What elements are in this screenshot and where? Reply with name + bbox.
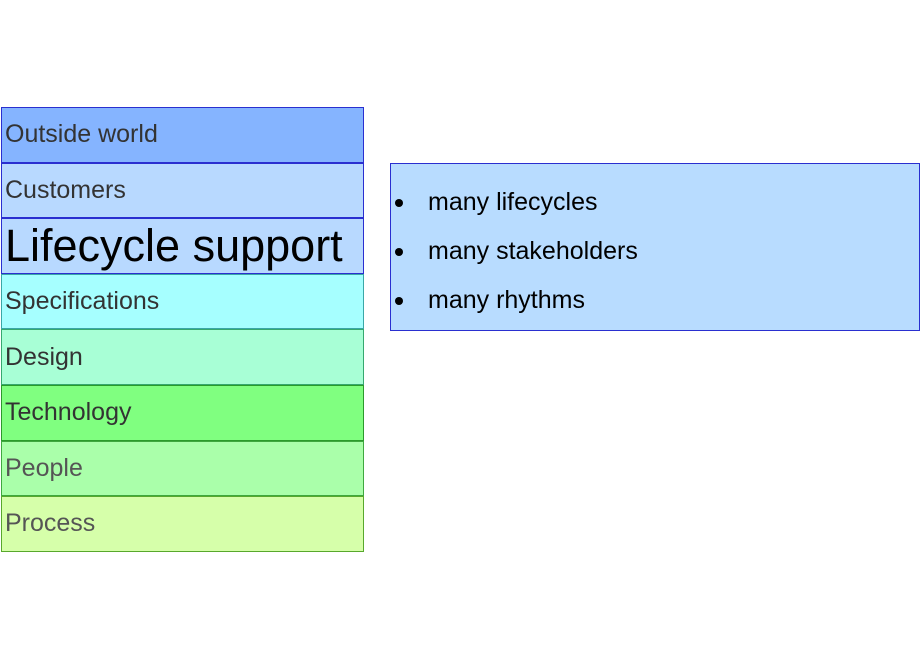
layer-label: People bbox=[5, 453, 83, 482]
layer-lifecycle-support: Lifecycle support bbox=[1, 218, 364, 274]
bullet-item: many lifecycles bbox=[391, 178, 919, 227]
layer-design: Design bbox=[1, 329, 364, 385]
bullet-item: many rhythms bbox=[391, 276, 919, 325]
layer-label: Outside world bbox=[5, 120, 158, 149]
layer-specifications: Specifications bbox=[1, 273, 364, 330]
layer-stack: Outside world Customers Lifecycle suppor… bbox=[1, 107, 364, 552]
bullet-item: many stakeholders bbox=[391, 227, 919, 276]
bullet-text: many lifecycles bbox=[428, 188, 598, 216]
bullet-dot-icon bbox=[395, 296, 403, 305]
layer-label: Lifecycle support bbox=[5, 219, 343, 271]
bullet-dot-icon bbox=[395, 247, 403, 256]
bullet-text: many rhythms bbox=[428, 286, 585, 314]
layer-label: Process bbox=[5, 509, 96, 538]
layer-label: Design bbox=[5, 342, 83, 371]
layer-label: Technology bbox=[5, 398, 132, 427]
layer-customers: Customers bbox=[1, 162, 364, 219]
bullet-dot-icon bbox=[395, 198, 403, 207]
bullet-text: many stakeholders bbox=[428, 237, 638, 265]
layer-outside-world: Outside world bbox=[1, 107, 364, 163]
lifecycle-callout-box: many lifecycles many stakeholders many r… bbox=[390, 163, 920, 331]
layer-label: Customers bbox=[5, 175, 126, 204]
layer-technology: Technology bbox=[1, 384, 364, 441]
layer-label: Specifications bbox=[5, 287, 160, 316]
layer-process: Process bbox=[1, 496, 364, 552]
layer-people: People bbox=[1, 440, 364, 497]
